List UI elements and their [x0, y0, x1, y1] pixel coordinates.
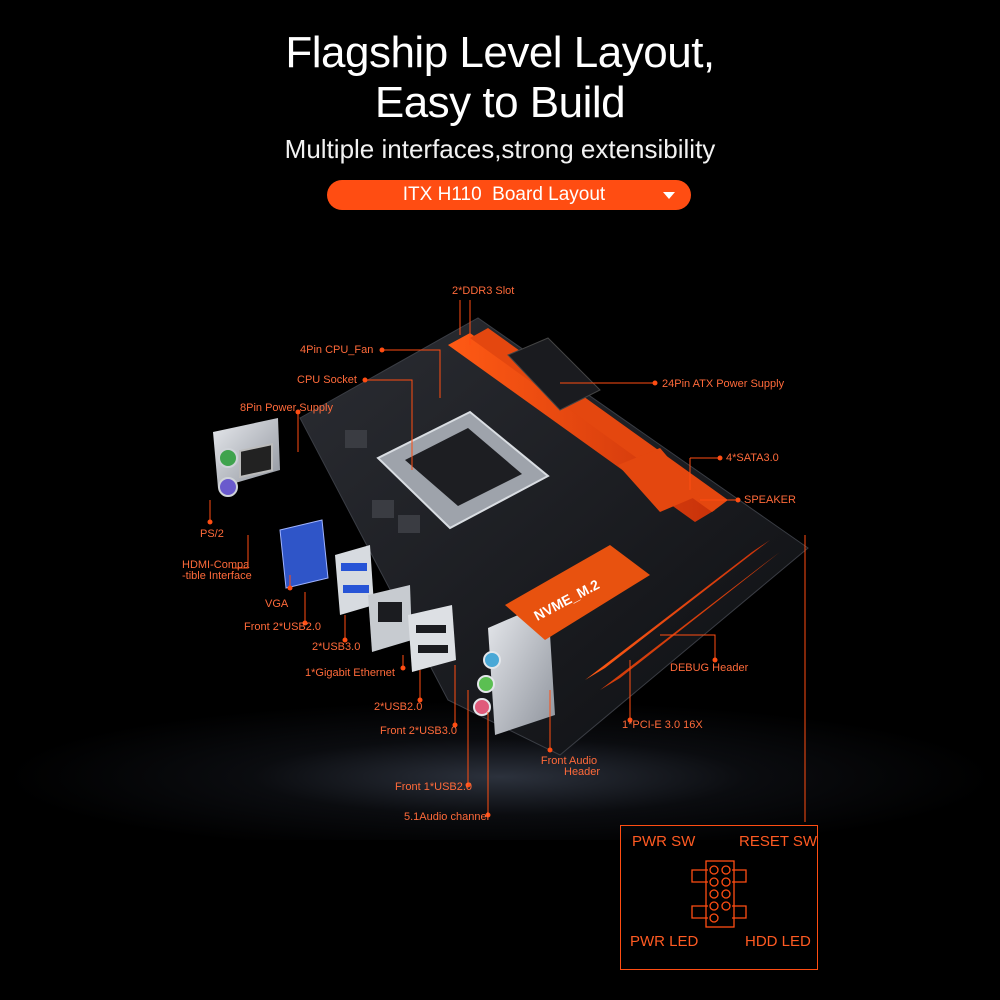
- label-ps2: PS/2: [200, 528, 224, 540]
- usb3-ports: [335, 545, 374, 615]
- atx24-connector: [507, 337, 601, 411]
- panel-label-reset-sw: RESET SW: [739, 833, 818, 850]
- label-front-audio-line2: Header: [564, 766, 601, 778]
- panel-label-pwr-led: PWR LED: [630, 933, 699, 950]
- board-layout-selector[interactable]: ITX H110 Board Layout: [327, 180, 691, 210]
- dropdown-caret-icon: [663, 192, 675, 199]
- label-usb3: 2*USB3.0: [312, 641, 361, 653]
- nvme-m2-card: [505, 545, 650, 640]
- label-debug-header: DEBUG Header: [670, 662, 749, 674]
- ps2-port-green: [218, 448, 238, 468]
- vrm-block-3: [398, 515, 420, 533]
- pcie-x16-slot: [585, 540, 770, 680]
- label-ddr3-slot: 2*DDR3 Slot: [452, 285, 515, 297]
- hdmi-port: [239, 442, 273, 479]
- vrm-block-1: [345, 430, 367, 448]
- vrm-block-2: [372, 500, 394, 518]
- label-front-usb2: Front 2*USB2.0: [244, 621, 322, 633]
- label-speaker: SPEAKER: [744, 494, 796, 506]
- label-hdmi: HDMI-Compa -tible Interface: [182, 560, 252, 582]
- audio-jack-blue: [483, 651, 501, 669]
- label-audio-channel: 5.1Audio channel: [404, 811, 490, 823]
- label-vga: VGA: [265, 598, 289, 610]
- label-usb2: 2*USB2.0: [374, 701, 423, 713]
- audio-jack-green: [477, 675, 495, 693]
- label-sata: 4*SATA3.0: [726, 452, 779, 464]
- audio-jack-pink: [473, 698, 491, 716]
- title-line-1: Flagship Level Layout,: [285, 28, 715, 77]
- label-front-audio-line1: Front Audio: [540, 755, 598, 767]
- label-front-audio: Front Audio Header: [538, 756, 600, 778]
- title-line-2: Easy to Build: [374, 78, 626, 127]
- panel-label-hdd-led: HDD LED: [745, 933, 811, 950]
- front-panel-header-diagram: PWR SW RESET SW PWR LED HDD LED: [620, 825, 818, 970]
- label-hdmi-line2: -tible Interface: [182, 570, 252, 582]
- ps2-port-purple: [218, 477, 238, 497]
- pin-header-icon: [690, 859, 747, 928]
- label-cpu-socket: CPU Socket: [297, 374, 357, 386]
- usb2-ports: [408, 605, 456, 672]
- label-front-usb2-single: Front 1*USB2.0: [395, 781, 473, 793]
- label-8pin-power: 8Pin Power Supply: [240, 402, 333, 414]
- cpu-retention-plate: [405, 428, 522, 506]
- label-hdmi-line1: HDMI-Compa: [182, 559, 250, 571]
- board-layout-label: ITX H110 Board Layout: [402, 184, 606, 205]
- io-shield-lower: [488, 602, 555, 735]
- sata-connectors: [618, 448, 700, 512]
- label-front-usb3: Front 2*USB3.0: [380, 725, 458, 737]
- panel-label-pwr-sw: PWR SW: [632, 833, 696, 850]
- page-subtitle: Multiple interfaces,strong extensibility: [284, 134, 716, 164]
- label-ethernet: 1*Gigabit Ethernet: [305, 667, 395, 679]
- label-cpu-fan: 4Pin CPU_Fan: [300, 344, 374, 356]
- label-24pin-atx: 24Pin ATX Power Supply: [662, 378, 785, 390]
- label-pcie: 1*PCI-E 3.0 16X: [622, 719, 703, 731]
- vga-port: [279, 519, 329, 589]
- page-title: Flagship Level Layout, Easy to Build: [0, 28, 1000, 128]
